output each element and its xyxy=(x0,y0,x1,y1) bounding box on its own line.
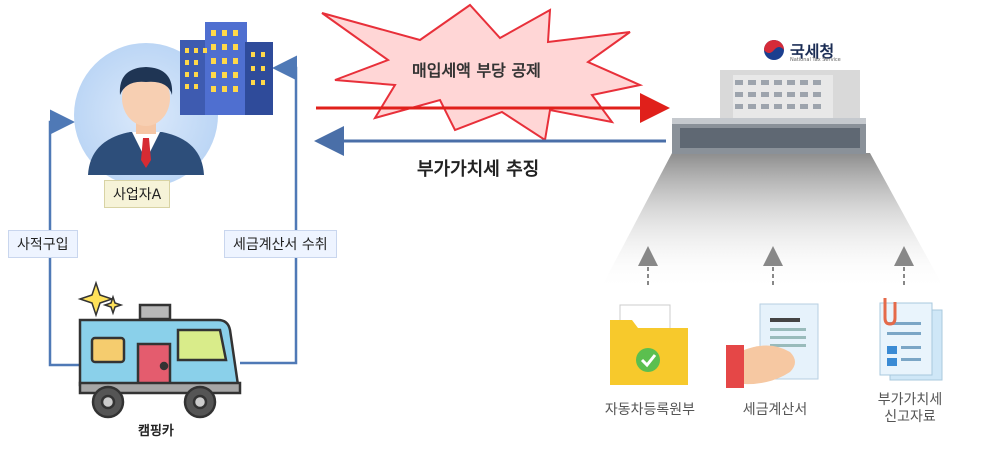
document-label: 부가가치세 신고자료 xyxy=(855,392,965,426)
vat-report-icon xyxy=(879,298,943,381)
document-label-line1: 세금계산서 xyxy=(742,402,808,418)
document-label: 자동차등록원부 xyxy=(585,402,715,419)
camping-car-icon xyxy=(78,303,242,419)
document-label: 세금계산서 xyxy=(720,402,830,419)
agency-logo-text: 국세청 xyxy=(790,42,835,61)
left-loop-label: 사적구입 xyxy=(8,230,78,258)
document-label-line2: 신고자료 xyxy=(884,409,936,425)
office-building-icon xyxy=(180,22,273,115)
burst-shape xyxy=(321,3,644,142)
document-label-line1: 부가가치세 xyxy=(877,392,943,408)
tax-invoice-icon xyxy=(726,303,819,388)
document-label-line1: 자동차등록원부 xyxy=(604,402,696,418)
sparkle-icon xyxy=(77,280,124,318)
camping-car-label: 캠핑카 xyxy=(138,424,174,439)
right-loop-label: 세금계산서 수취 xyxy=(224,230,337,258)
agency-logo-subtext: National Tax Service xyxy=(790,57,841,63)
tax-office-building-icon xyxy=(672,70,866,154)
spotlight-beam xyxy=(600,153,945,290)
folder-check-icon xyxy=(610,304,688,385)
right-loop-line xyxy=(240,55,298,365)
business-label: 사업자A xyxy=(104,180,171,208)
top-arrow-label: 매입세액 부당 공제 xyxy=(412,61,541,80)
bottom-arrow-label: 부가가치세 추징 xyxy=(417,159,540,180)
tax-agency-logo xyxy=(764,40,784,60)
